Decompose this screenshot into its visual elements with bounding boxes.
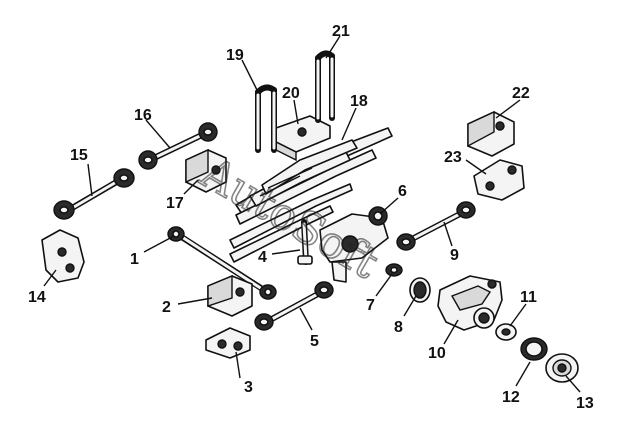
bushing-small bbox=[385, 263, 403, 277]
callout-23: 23 bbox=[444, 149, 462, 166]
callout-9: 9 bbox=[450, 247, 459, 264]
u-bolt-right bbox=[315, 50, 335, 123]
callout-7: 7 bbox=[366, 297, 375, 314]
link-rod-left bbox=[53, 168, 135, 220]
seal-ring bbox=[520, 337, 548, 361]
callout-6: 6 bbox=[398, 183, 407, 200]
bushing-large bbox=[409, 277, 431, 303]
axle-housing bbox=[437, 275, 503, 331]
callout-11: 11 bbox=[520, 289, 537, 306]
frame-bracket bbox=[41, 229, 85, 283]
callout-13: 13 bbox=[576, 395, 594, 412]
u-bolt-left bbox=[255, 84, 277, 153]
link-rod-lower bbox=[254, 281, 334, 331]
long-rod bbox=[167, 226, 277, 300]
callout-12: 12 bbox=[502, 389, 520, 406]
hub-cap bbox=[545, 353, 579, 383]
callout-15: 15 bbox=[70, 147, 88, 164]
callout-3: 3 bbox=[244, 379, 253, 396]
callout-5: 5 bbox=[310, 333, 319, 350]
link-rod-upper-right bbox=[396, 201, 476, 251]
callout-19: 19 bbox=[226, 47, 244, 64]
callout-1: 1 bbox=[130, 251, 139, 268]
mount-bracket-2 bbox=[207, 274, 253, 317]
callout-4: 4 bbox=[258, 249, 267, 266]
bolt bbox=[297, 219, 313, 265]
callout-17: 17 bbox=[166, 195, 184, 212]
callout-18: 18 bbox=[350, 93, 368, 110]
shackle-bracket bbox=[473, 159, 525, 201]
mount-bracket-3 bbox=[205, 327, 251, 359]
washer bbox=[495, 323, 517, 341]
callout-21: 21 bbox=[332, 23, 350, 40]
upper-mount bbox=[467, 110, 515, 157]
link-rod-upper-left bbox=[138, 122, 218, 170]
callout-14: 14 bbox=[28, 289, 46, 306]
callout-20: 20 bbox=[282, 85, 300, 102]
callout-16: 16 bbox=[134, 107, 152, 124]
callout-8: 8 bbox=[394, 319, 403, 336]
callout-numbers: 1 2 3 4 5 6 7 8 9 10 11 12 13 14 15 16 1… bbox=[28, 23, 594, 412]
leaf-spring-pack bbox=[229, 127, 393, 263]
callout-10: 10 bbox=[428, 345, 446, 362]
callout-2: 2 bbox=[162, 299, 171, 316]
callout-22: 22 bbox=[512, 85, 530, 102]
leader-lines bbox=[43, 35, 581, 393]
